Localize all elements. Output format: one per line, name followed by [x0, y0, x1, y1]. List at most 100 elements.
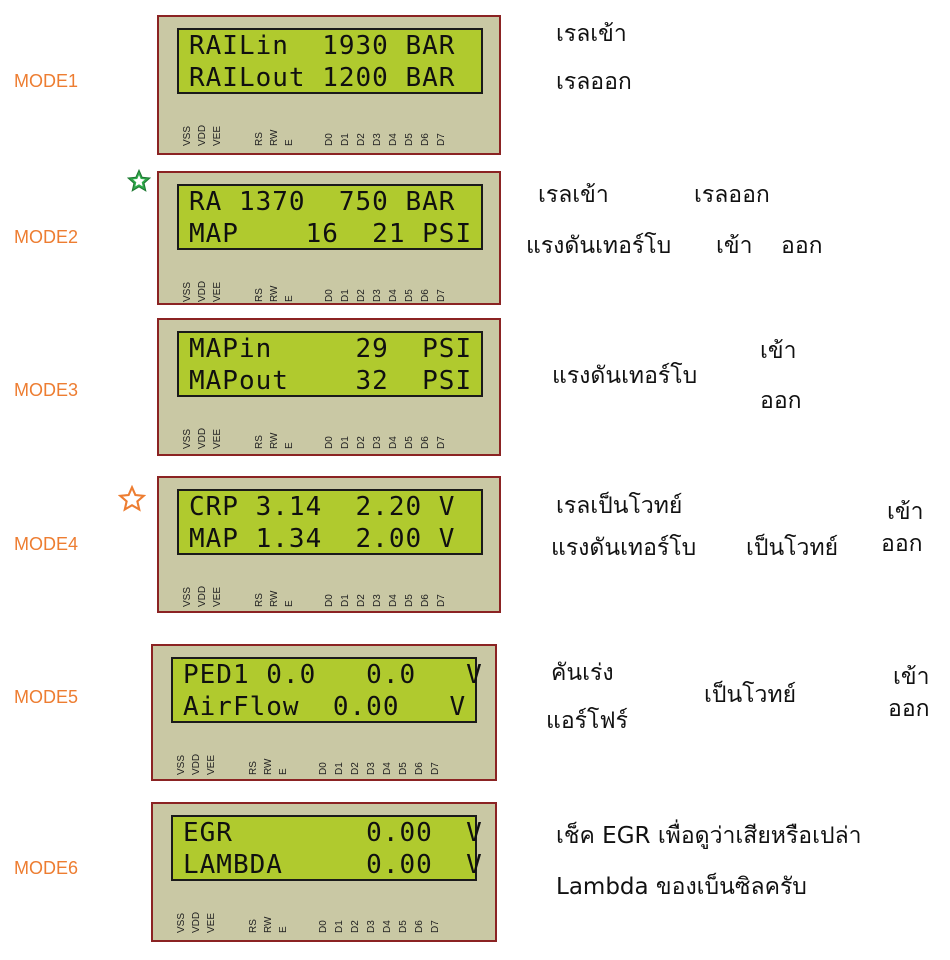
pin-label-rs: RS: [248, 919, 259, 933]
pin-label-rs: RS: [254, 435, 265, 449]
note-out: ออก: [888, 696, 930, 722]
pin-label-rw: RW: [269, 432, 280, 449]
pin-label-vee: VEE: [212, 586, 223, 607]
pin-label-vee: VEE: [212, 125, 223, 146]
pin-label-rw: RW: [263, 758, 274, 775]
pin-label-vss: VSS: [182, 281, 193, 302]
pin-label-vdd: VDD: [197, 585, 208, 607]
pin-label-vee: VEE: [212, 281, 223, 302]
lcd-screen: EGR 0.00 V LAMBDA 0.00 V: [171, 815, 482, 881]
mode5-label: MODE5: [14, 687, 79, 707]
pin-label-rs: RS: [254, 288, 265, 302]
pin-label-d1: D1: [340, 289, 351, 302]
lcd-line-1: PED1 0.0 0.0 V: [183, 660, 483, 690]
pin-label-d5: D5: [404, 594, 415, 607]
pin-label-d3: D3: [366, 920, 377, 933]
pin-label-vdd: VDD: [197, 427, 208, 449]
pin-label-d1: D1: [340, 594, 351, 607]
pin-label-d6: D6: [420, 289, 431, 302]
note-rail-out: เรลออก: [556, 69, 632, 95]
pin-label-d5: D5: [404, 133, 415, 146]
pin-label-d2: D2: [356, 436, 367, 449]
pin-label-e: E: [284, 295, 295, 302]
lcd-line-2: MAPout 32 PSI: [189, 366, 473, 396]
pin-label-d2: D2: [356, 594, 367, 607]
lcd-screen: RAILin 1930 BAR RAILout 1200 BAR: [177, 28, 483, 94]
note-in: เข้า: [887, 499, 924, 525]
pin-label-rw: RW: [263, 916, 274, 933]
pin-label-rw: RW: [269, 129, 280, 146]
pin-label-e: E: [278, 768, 289, 775]
lcd-display-mode3: MAPin 29 PSI MAPout 32 PSI VSS VDD VEE RS RW…: [157, 318, 501, 456]
pin-label-vee: VEE: [212, 428, 223, 449]
pin-label-d1: D1: [334, 920, 345, 933]
note-turbo-pressure: แรงดันเทอร์โบ: [526, 233, 672, 259]
pin-label-d4: D4: [382, 920, 393, 933]
note-turbo-pressure: แรงดันเทอร์โบ: [551, 535, 697, 561]
star-icon: [126, 168, 152, 192]
pin-label-d2: D2: [350, 920, 361, 933]
pin-label-vss: VSS: [176, 912, 187, 933]
lcd-line-2: MAP 16 21 PSI: [189, 219, 473, 249]
pin-label-d5: D5: [404, 289, 415, 302]
lcd-line-1: RA 1370 750 BAR: [189, 187, 456, 217]
pin-label-d0: D0: [318, 920, 329, 933]
lcd-line-2: AirFlow 0.00 V: [183, 692, 467, 722]
pin-label-d7: D7: [430, 920, 441, 933]
note-rail-out: เรลออก: [694, 182, 770, 208]
note-lambda: Lambda ของเบ็นซิลครับ: [556, 874, 807, 900]
lcd-display-mode1: RAILin 1930 BAR RAILout 1200 BAR VSS VDD V…: [157, 15, 501, 155]
pin-label-d4: D4: [382, 762, 393, 775]
pin-label-vss: VSS: [182, 125, 193, 146]
mode1-label: MODE1: [14, 71, 79, 91]
lcd-display-mode5: PED1 0.0 0.0 V AirFlow 0.00 V VSS VDD VEE R…: [151, 644, 497, 781]
note-in: เข้า: [716, 233, 753, 259]
pin-label-vee: VEE: [206, 754, 217, 775]
pin-label-d5: D5: [398, 920, 409, 933]
pin-label-vss: VSS: [176, 754, 187, 775]
pin-label-d0: D0: [318, 762, 329, 775]
pin-label-d5: D5: [398, 762, 409, 775]
pin-label-d6: D6: [420, 133, 431, 146]
note-rail-in: เรลเข้า: [538, 182, 609, 208]
pin-label-d7: D7: [436, 133, 447, 146]
pin-label-d1: D1: [340, 436, 351, 449]
pin-label-d1: D1: [334, 762, 345, 775]
pin-label-vdd: VDD: [191, 753, 202, 775]
note-egr-check: เช็ค EGR เพื่อดูว่าเสียหรือเปล่า: [556, 823, 862, 849]
lcd-line-1: RAILin 1930 BAR: [189, 31, 456, 61]
mode3-label: MODE3: [14, 380, 79, 400]
pin-label-d6: D6: [420, 436, 431, 449]
pin-label-vss: VSS: [182, 428, 193, 449]
pin-label-d3: D3: [372, 289, 383, 302]
pin-label-d6: D6: [414, 762, 425, 775]
star-outline-icon: [118, 485, 146, 512]
pin-label-vdd: VDD: [197, 280, 208, 302]
note-voltage: เป็นโวทย์: [746, 535, 839, 561]
pin-label-d2: D2: [350, 762, 361, 775]
lcd-screen: MAPin 29 PSI MAPout 32 PSI: [177, 331, 483, 397]
pin-label-vee: VEE: [206, 912, 217, 933]
note-accelerator: คันเร่ง: [551, 660, 614, 686]
pin-label-rs: RS: [254, 593, 265, 607]
mode6-label: MODE6: [14, 858, 79, 878]
lcd-line-1: MAPin 29 PSI: [189, 334, 473, 364]
pin-label-d0: D0: [324, 133, 335, 146]
pin-label-vdd: VDD: [197, 124, 208, 146]
pin-label-e: E: [278, 926, 289, 933]
pin-label-d7: D7: [430, 762, 441, 775]
note-airflow: แอร์โฟร์: [546, 708, 628, 734]
lcd-screen: RA 1370 750 BAR MAP 16 21 PSI: [177, 184, 483, 250]
note-rail-voltage: เรลเป็นโวทย์: [556, 493, 683, 519]
pin-label-d0: D0: [324, 594, 335, 607]
pin-label-d3: D3: [372, 133, 383, 146]
lcd-display-mode2: RA 1370 750 BAR MAP 16 21 PSI VSS VDD VEE R…: [157, 171, 501, 305]
pin-label-vss: VSS: [182, 586, 193, 607]
pin-label-d7: D7: [436, 436, 447, 449]
pin-label-d3: D3: [366, 762, 377, 775]
pin-label-d3: D3: [372, 436, 383, 449]
mode2-label: MODE2: [14, 227, 79, 247]
lcd-screen: PED1 0.0 0.0 V AirFlow 0.00 V: [171, 657, 482, 723]
